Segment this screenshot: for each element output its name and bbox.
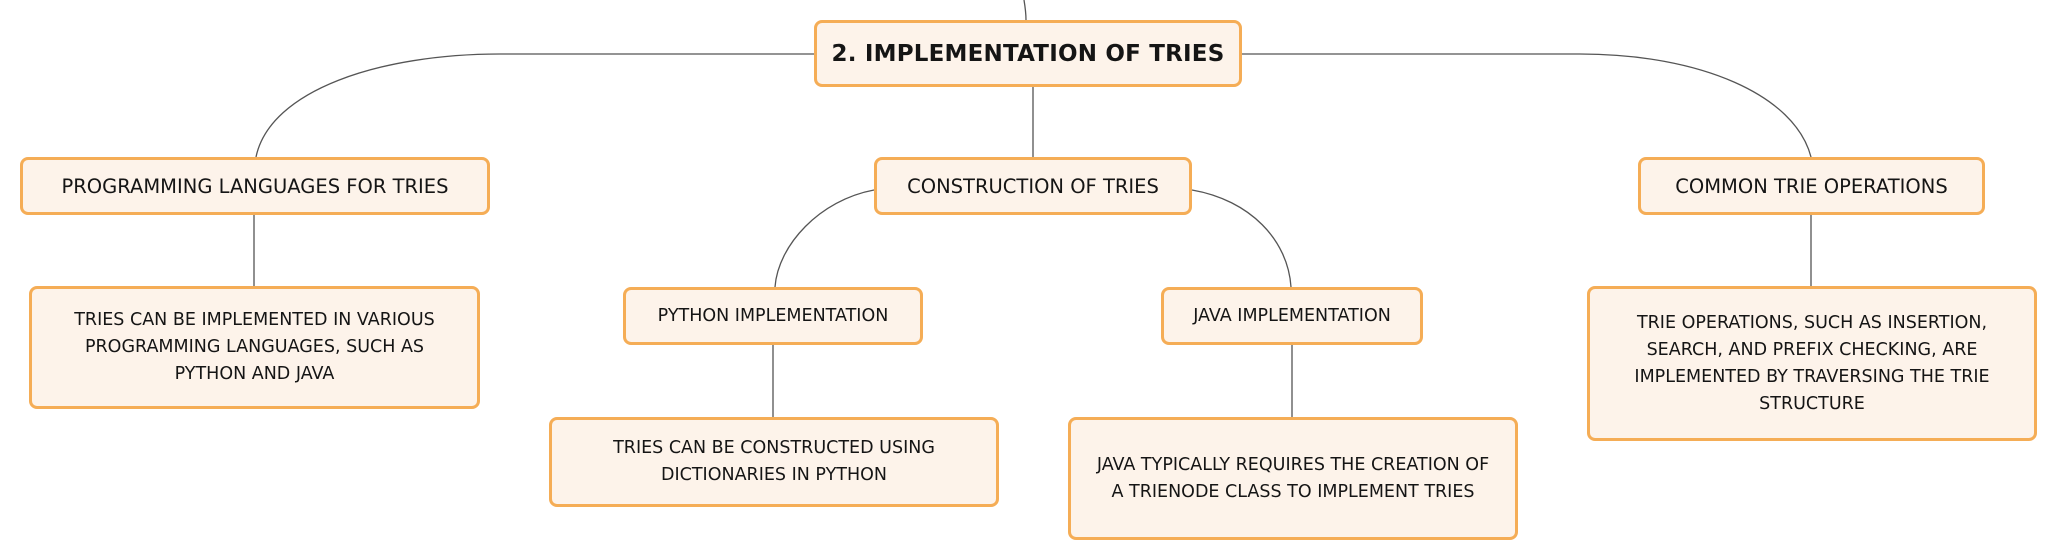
python-implementation-detail-text: TRIES CAN BE CONSTRUCTED USING DICTIONAR… bbox=[613, 438, 935, 485]
programming-languages-detail-node[interactable]: TRIES CAN BE IMPLEMENTED IN VARIOUS PROG… bbox=[29, 286, 480, 409]
common-operations-label: COMMON TRIE OPERATIONS bbox=[1675, 174, 1948, 198]
java-implementation-detail-text: JAVA TYPICALLY REQUIRES THE CREATION OF … bbox=[1096, 454, 1490, 502]
connector-construction-to-python bbox=[774, 189, 875, 288]
common-operations-detail-node[interactable]: TRIE OPERATIONS, SUCH AS INSERTION, SEAR… bbox=[1587, 286, 2037, 441]
connector-root-to-common-operations bbox=[1242, 53, 1812, 158]
programming-languages-detail-text: TRIES CAN BE IMPLEMENTED IN VARIOUS PROG… bbox=[74, 310, 435, 384]
connector-construction-to-java bbox=[1191, 189, 1292, 288]
construction-label: CONSTRUCTION OF TRIES bbox=[907, 174, 1159, 198]
common-operations-detail-text: TRIE OPERATIONS, SUCH AS INSERTION, SEAR… bbox=[1634, 312, 1990, 414]
java-implementation-node[interactable]: JAVA IMPLEMENTATION bbox=[1161, 287, 1423, 345]
python-implementation-label: PYTHON IMPLEMENTATION bbox=[657, 306, 889, 326]
programming-languages-node[interactable]: PROGRAMMING LANGUAGES FOR TRIES bbox=[20, 157, 490, 215]
common-operations-node[interactable]: COMMON TRIE OPERATIONS bbox=[1638, 157, 1985, 215]
programming-languages-label: PROGRAMMING LANGUAGES FOR TRIES bbox=[61, 174, 449, 198]
java-implementation-detail-node[interactable]: JAVA TYPICALLY REQUIRES THE CREATION OF … bbox=[1068, 417, 1518, 540]
connector-root-to-programming-languages bbox=[255, 53, 814, 158]
connector-parent-to-root bbox=[1023, 0, 1027, 21]
root-topic-node[interactable]: 2. IMPLEMENTATION OF TRIES bbox=[814, 20, 1242, 87]
python-implementation-detail-node[interactable]: TRIES CAN BE CONSTRUCTED USING DICTIONAR… bbox=[549, 417, 999, 507]
construction-node[interactable]: CONSTRUCTION OF TRIES bbox=[874, 157, 1192, 215]
java-implementation-label: JAVA IMPLEMENTATION bbox=[1193, 306, 1391, 326]
root-topic-label: 2. IMPLEMENTATION OF TRIES bbox=[831, 40, 1225, 67]
python-implementation-node[interactable]: PYTHON IMPLEMENTATION bbox=[623, 287, 923, 345]
